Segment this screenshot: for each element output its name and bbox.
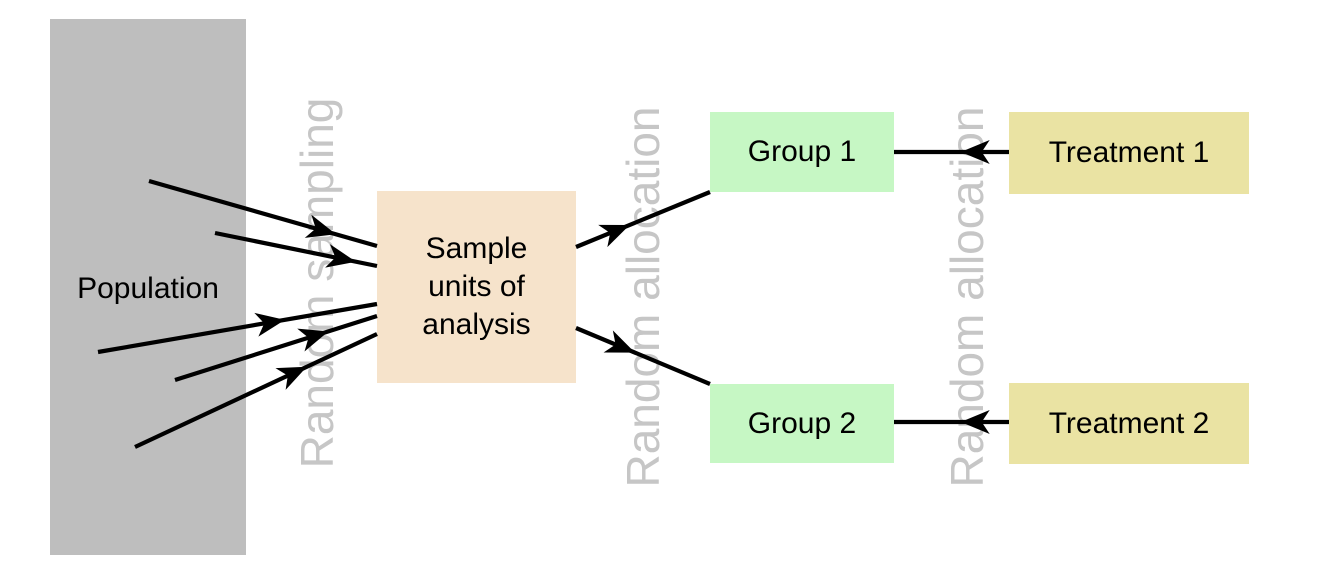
sample-units-box: Sample units of analysis — [377, 191, 576, 383]
sample-units-line1: Sample — [425, 232, 528, 265]
group-2-box: Group 2 — [710, 384, 894, 463]
population-region — [50, 19, 246, 555]
sample-units-line3: analysis — [422, 308, 531, 341]
treatment-1-label: Treatment 1 — [1048, 136, 1210, 169]
group-1-label: Group 1 — [747, 135, 857, 168]
arrow-population-to-sample-3-head — [254, 312, 285, 337]
group-1-box: Group 1 — [710, 112, 894, 192]
population-label: Population — [77, 272, 219, 305]
treatment-2-label: Treatment 2 — [1048, 406, 1210, 440]
random-allocation-label-2: Random allocation — [941, 106, 993, 488]
treatment-1-box: Treatment 1 — [1009, 112, 1249, 194]
sample-units-line2: units of — [428, 270, 525, 303]
random-allocation-label-1: Random allocation — [617, 106, 669, 488]
random-sampling-label: Random sampling — [291, 97, 343, 469]
treatment-2-box: Treatment 2 — [1009, 383, 1249, 464]
group-2-label: Group 2 — [747, 406, 857, 440]
